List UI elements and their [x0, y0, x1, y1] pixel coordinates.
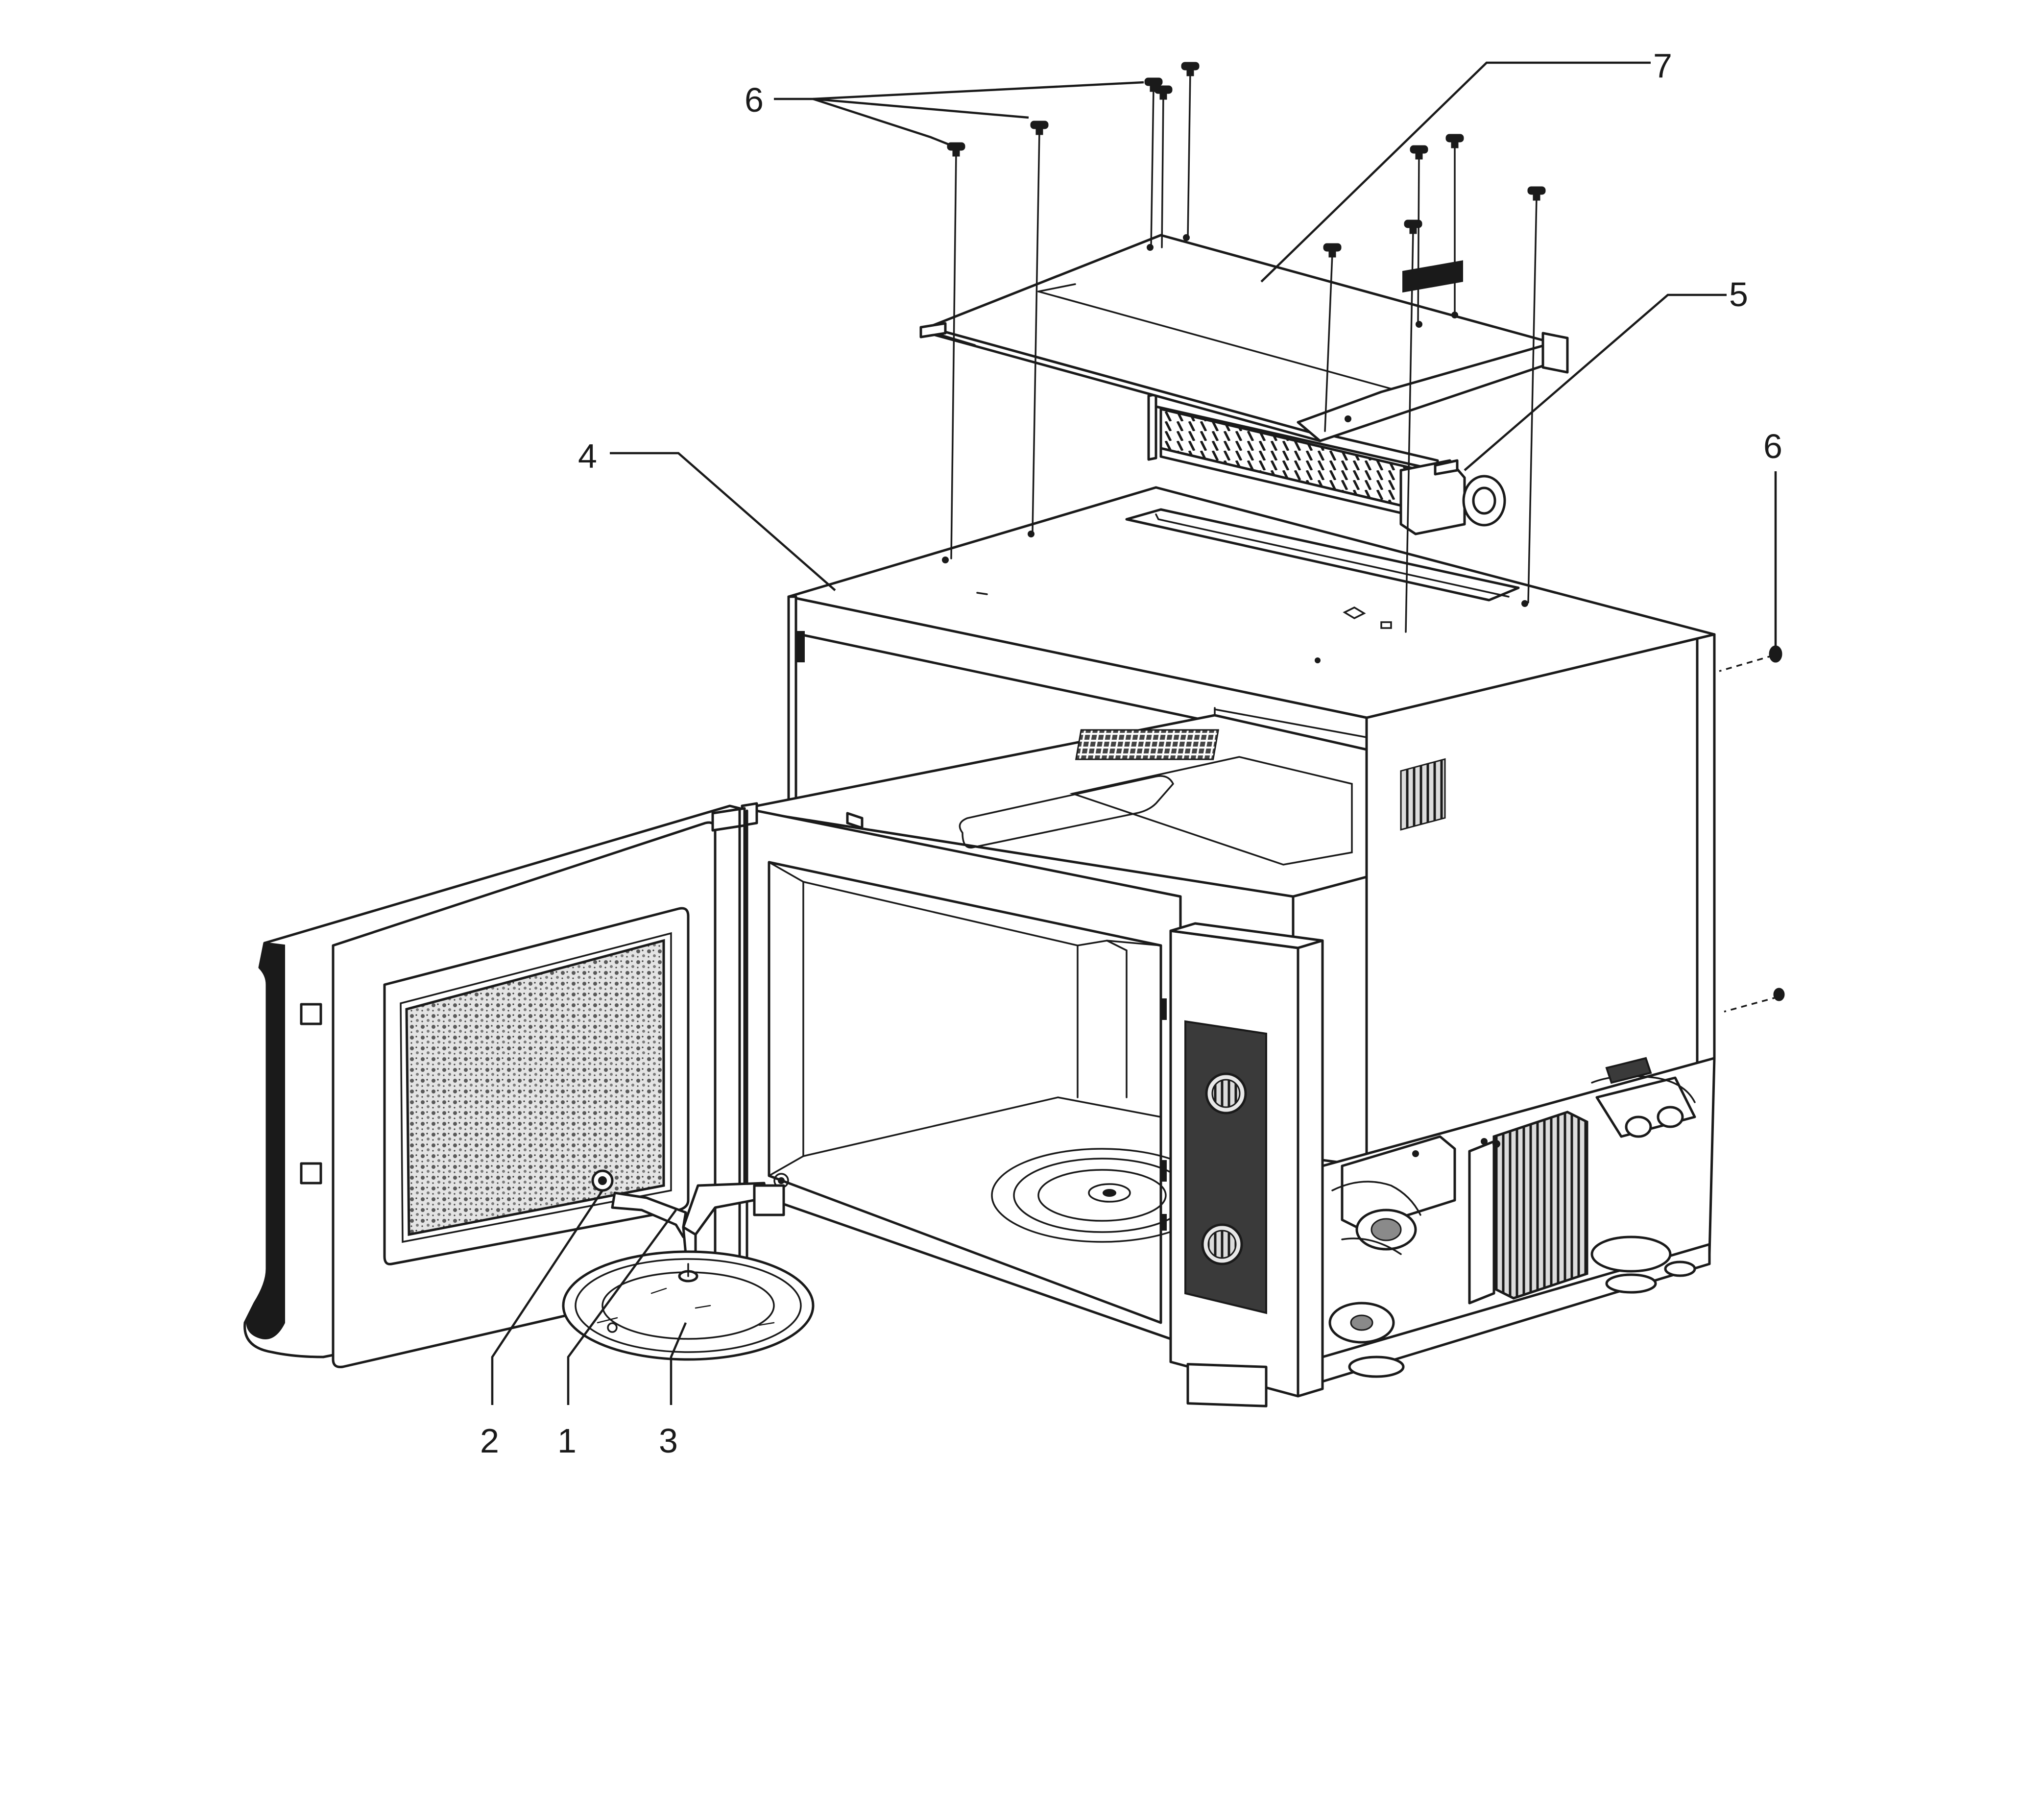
door-choke-plug: [591, 1169, 614, 1192]
callout-1: 1: [557, 1422, 577, 1460]
callout-labels: 6 7 5 4 6 2 1 3: [480, 47, 1782, 1460]
callout-3: 3: [659, 1422, 678, 1460]
screws: [947, 62, 1785, 1013]
air-duct-cover: [919, 234, 1569, 442]
timer-knob: [1201, 1223, 1243, 1265]
power-knob: [1205, 1072, 1247, 1115]
glass-tray: [562, 1250, 815, 1361]
control-panel: [1160, 922, 1324, 1407]
callout-6-right: 6: [1763, 427, 1782, 465]
leader-lines: [491, 61, 1777, 1405]
callout-6-top: 6: [745, 81, 764, 119]
callout-2: 2: [480, 1422, 499, 1460]
callout-4: 4: [578, 437, 597, 475]
callout-5: 5: [1729, 275, 1748, 314]
oven-cavity: [741, 707, 1368, 1344]
outer-cabinet: [787, 486, 1716, 1167]
internal-components: [1321, 758, 1716, 1383]
callout-7: 7: [1653, 47, 1672, 85]
oven-door: [243, 804, 748, 1368]
